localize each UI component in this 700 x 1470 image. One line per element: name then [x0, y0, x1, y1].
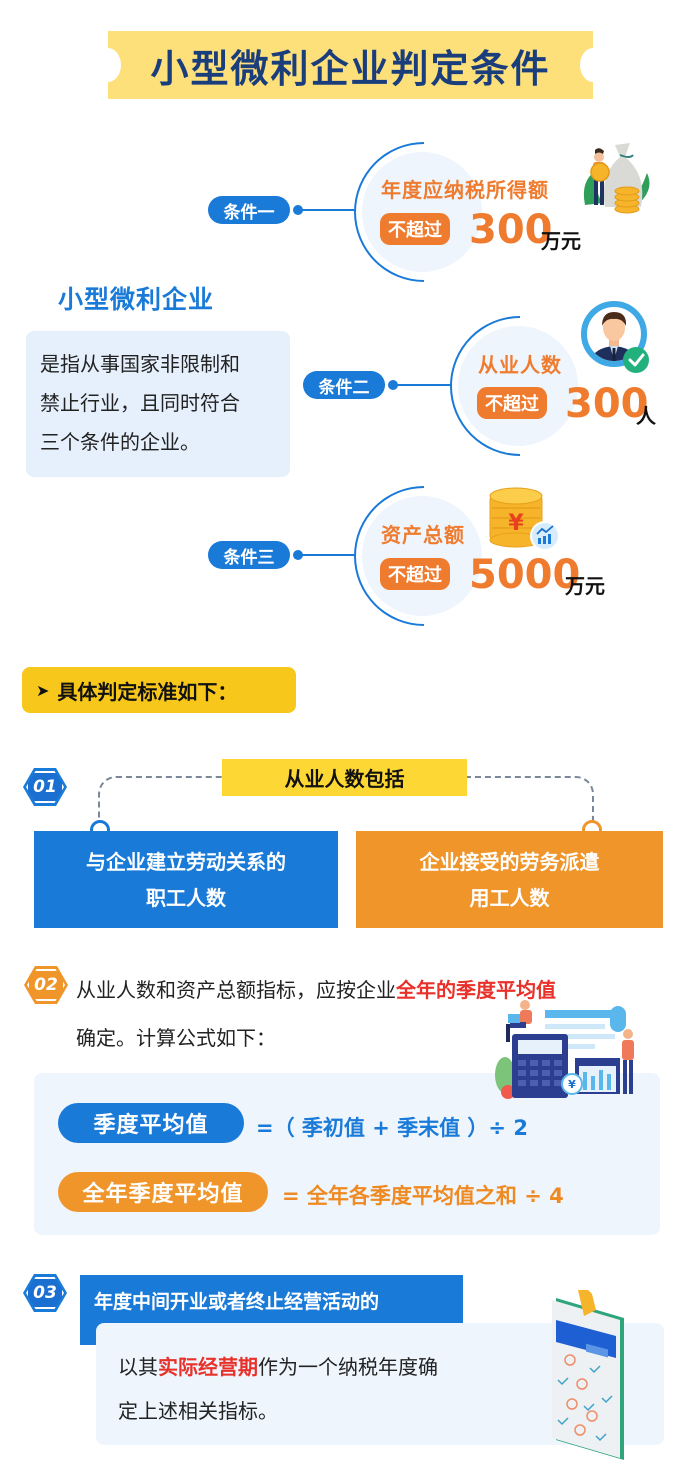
formula-expression-quarterly: =（ 季初值 + 季末值 ）÷ 2 — [256, 1116, 528, 1140]
section-badge-02: 02 — [24, 966, 68, 1004]
connector-dot — [293, 205, 303, 215]
section1-label: 从业人数包括 — [222, 759, 467, 796]
intro-title: 小型微利企业 — [58, 285, 215, 314]
formula-name-quarterly-average: 季度平均值 — [58, 1103, 244, 1143]
calculator-illustration-icon: ¥ — [495, 1000, 634, 1099]
condition-unit: 万元 — [541, 229, 581, 253]
box-line: 与企业建立劳动关系的 — [86, 849, 286, 874]
highlight-text: 全年的季度平均值 — [396, 978, 556, 1002]
condition-tag: 条件二 — [303, 371, 385, 399]
highlight-text: 实际经营期 — [158, 1355, 258, 1379]
section-badge-01: 01 — [23, 768, 67, 806]
formula-expression-annual: = 全年各季度平均值之和 ÷ 4 — [282, 1184, 564, 1208]
formula-name-annual-quarterly-average: 全年季度平均值 — [58, 1172, 268, 1212]
connector-dot — [293, 550, 303, 560]
calendar-clipboard-icon — [552, 1290, 624, 1460]
condition-label: 资产总额 — [381, 523, 465, 547]
criteria-header: ➤ 具体判定标准如下： — [22, 667, 296, 713]
intro-line: 禁止行业，且同时符合 — [40, 391, 240, 415]
section-badge-03: 03 — [23, 1274, 67, 1312]
condition-label: 从业人数 — [478, 353, 562, 377]
condition-unit: 人 — [636, 404, 656, 428]
condition-tag: 条件一 — [208, 196, 290, 224]
svg-text:¥: ¥ — [508, 511, 524, 536]
money-bag-person-icon — [583, 143, 650, 214]
box-line: 职工人数 — [146, 885, 226, 910]
box-line: 企业接受的劳务派遣 — [419, 849, 600, 874]
intro-line: 是指从事国家非限制和 — [40, 352, 240, 376]
condition-label: 年度应纳税所得额 — [381, 178, 549, 202]
condition-value: 5000 — [469, 552, 581, 598]
limit-badge: 不超过 — [380, 558, 450, 590]
condition-tag: 条件三 — [208, 541, 290, 569]
title-banner: 小型微利企业判定条件 — [95, 31, 606, 99]
connector-line — [395, 384, 451, 386]
section2-description: 从业人数和资产总额指标，应按企业全年的季度平均值 确定。计算公式如下： — [76, 978, 556, 1050]
box-line: 用工人数 — [469, 885, 550, 910]
dispatched-workers-box: 企业接受的劳务派遣 用工人数 — [356, 831, 663, 928]
coin-stack-chart-icon: ¥ — [489, 487, 560, 551]
banner-notch-left — [95, 48, 121, 82]
employee-check-icon — [581, 301, 649, 373]
connector-line — [300, 209, 356, 211]
intro-description: 是指从事国家非限制和 禁止行业，且同时符合 三个条件的企业。 — [26, 331, 290, 477]
limit-badge: 不超过 — [380, 213, 450, 245]
connector-dot — [388, 380, 398, 390]
page-title: 小型微利企业判定条件 — [150, 46, 551, 91]
connector-line — [300, 554, 356, 556]
limit-badge: 不超过 — [477, 387, 547, 419]
arrow-right-icon: ➤ — [36, 680, 50, 700]
banner-notch-right — [580, 48, 606, 82]
criteria-header-text: 具体判定标准如下： — [57, 679, 238, 704]
condition-unit: 万元 — [565, 574, 605, 598]
employee-count-box: 与企业建立劳动关系的 职工人数 — [34, 831, 338, 928]
condition-value: 300 — [469, 207, 553, 253]
intro-line: 三个条件的企业。 — [40, 430, 200, 454]
svg-text:¥: ¥ — [568, 1078, 576, 1091]
condition-value: 300 — [565, 381, 649, 427]
